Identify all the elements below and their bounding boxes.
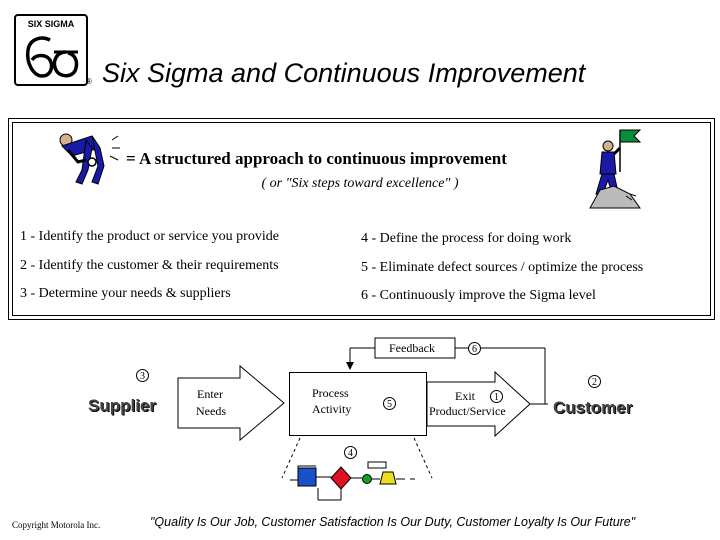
- motto-quote: "Quality Is Our Job, Customer Satisfacti…: [150, 515, 636, 529]
- needs-label: Needs: [196, 404, 226, 418]
- step-2-marker: 2: [588, 375, 601, 388]
- step-1: 1 - Identify the product or service you …: [20, 229, 279, 244]
- climber-flag-figure-icon: [589, 129, 642, 209]
- definition-line: = A structured approach to continuous im…: [126, 149, 507, 168]
- step-1-marker: 1: [490, 390, 503, 403]
- step-4: 4 - Define the process for doing work: [361, 231, 572, 246]
- step-4-marker: 4: [344, 446, 357, 459]
- step-6: 6 - Continuously improve the Sigma level: [361, 288, 596, 303]
- process-activity-box: [289, 372, 427, 436]
- exit-label: Exit: [455, 389, 475, 403]
- definition-subline: ( or "Six steps toward excellence" ): [261, 176, 459, 191]
- customer-label: Customer: [553, 398, 633, 417]
- enter-arrow: [177, 364, 285, 442]
- process-label: Process: [312, 386, 349, 400]
- step-2: 2 - Identify the customer & their requir…: [20, 258, 279, 273]
- registered-mark: ®: [86, 77, 92, 86]
- sigma-logo-icon: [25, 36, 79, 78]
- enter-label: Enter: [197, 387, 223, 401]
- exit-arrow: [426, 370, 531, 438]
- step-5-marker: 5: [383, 397, 396, 410]
- step-5: 5 - Eliminate defect sources / optimize …: [361, 260, 644, 275]
- inspector-figure-icon: [59, 133, 120, 185]
- logo-text: SIX SIGMA: [27, 19, 75, 29]
- step-3-marker: 3: [136, 369, 149, 382]
- process-box-blue: [297, 467, 317, 487]
- activity-label: Activity: [312, 402, 352, 416]
- step-6-marker: 6: [468, 342, 481, 355]
- copyright-text: Copyright Motorola Inc.: [12, 520, 101, 530]
- feedback-box: [374, 337, 456, 359]
- six-sigma-logo: SIX SIGMA: [14, 14, 88, 86]
- product-service-label: Product/Service: [429, 404, 506, 418]
- page-title: Six Sigma and Continuous Improvement: [102, 58, 586, 88]
- steps-frame-inner: [12, 122, 711, 316]
- trapezoid-yellow: [379, 471, 397, 485]
- feedback-label: Feedback: [389, 341, 435, 355]
- supplier-label: Supplier: [88, 396, 157, 415]
- decision-diamond-red: [330, 466, 352, 490]
- connector-dot-green: [362, 474, 372, 484]
- steps-frame-outer: [8, 118, 715, 320]
- step-3: 3 - Determine your needs & suppliers: [20, 286, 231, 301]
